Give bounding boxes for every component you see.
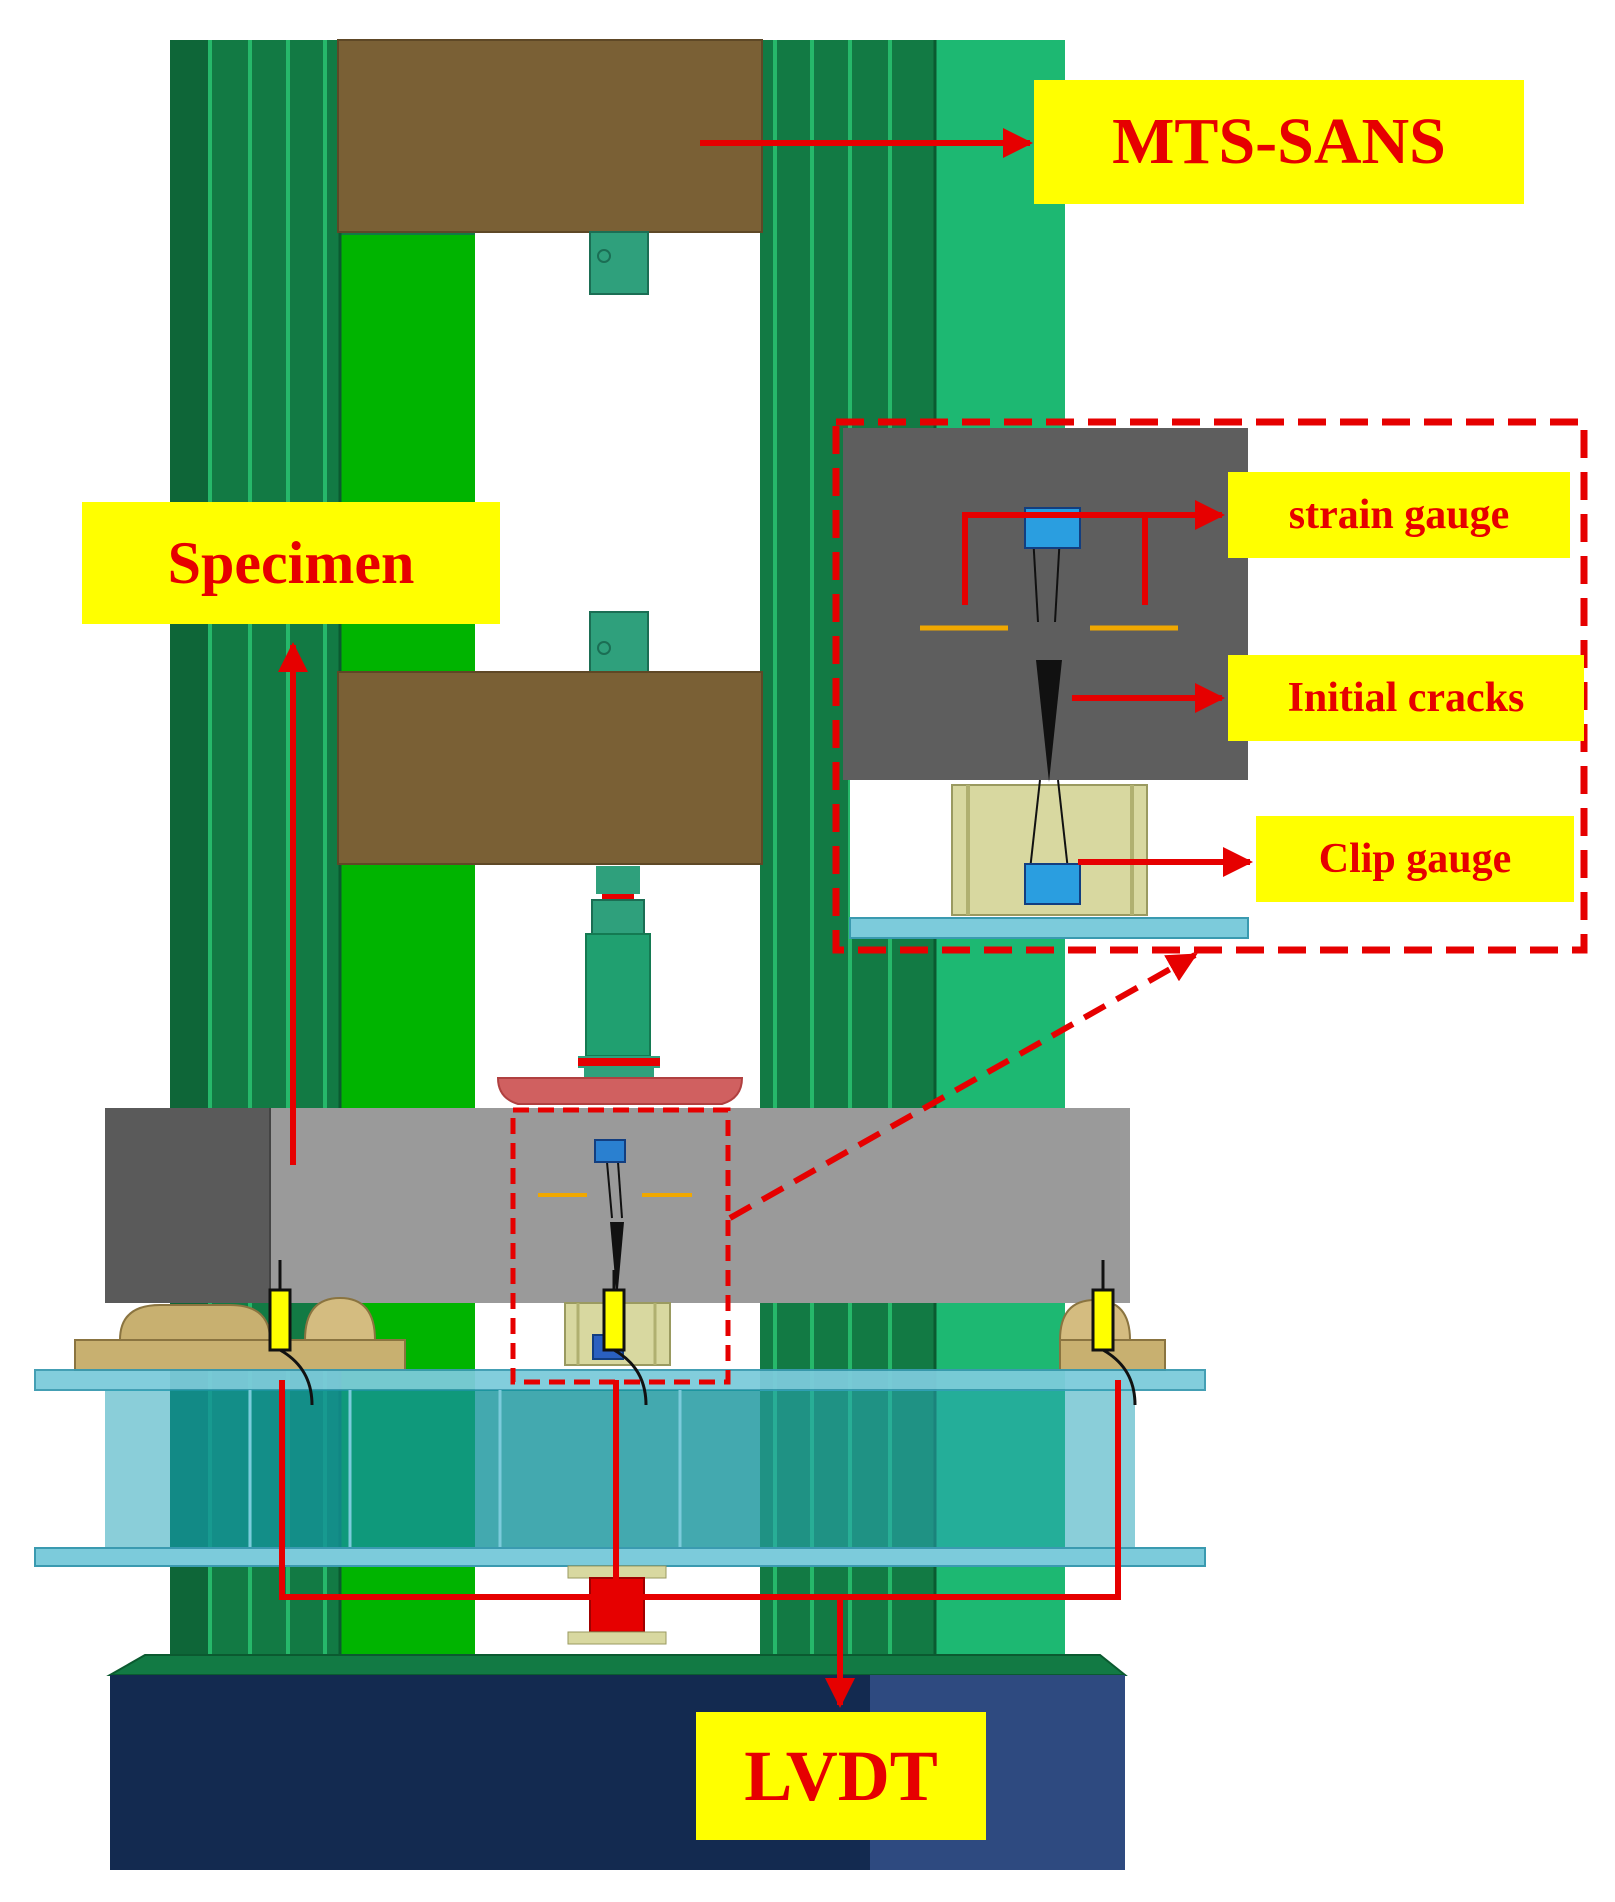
label-mts-sans: MTS-SANS [1034,80,1524,204]
lvdt-sensors [268,1260,1137,1406]
label-lvdt: LVDT [696,1712,986,1840]
label-initial-cracks: Initial cracks [1228,655,1584,741]
upper-crosshead [337,39,763,295]
loading-ram [496,866,744,1105]
zoom-callout-arrow [728,952,1198,1221]
inset-outline [832,418,1588,954]
detail-region-outline [510,1107,731,1385]
specimen-beam [105,1108,1130,1303]
test-table [34,1369,1206,1567]
annotation-arrows [278,128,1253,1708]
label-specimen: Specimen [82,502,500,624]
zoom-inset [843,428,1249,939]
middle-crosshead [337,611,763,865]
label-clip-gauge: Clip gauge [1256,816,1574,902]
label-strain-gauge: strain gauge [1228,472,1570,558]
